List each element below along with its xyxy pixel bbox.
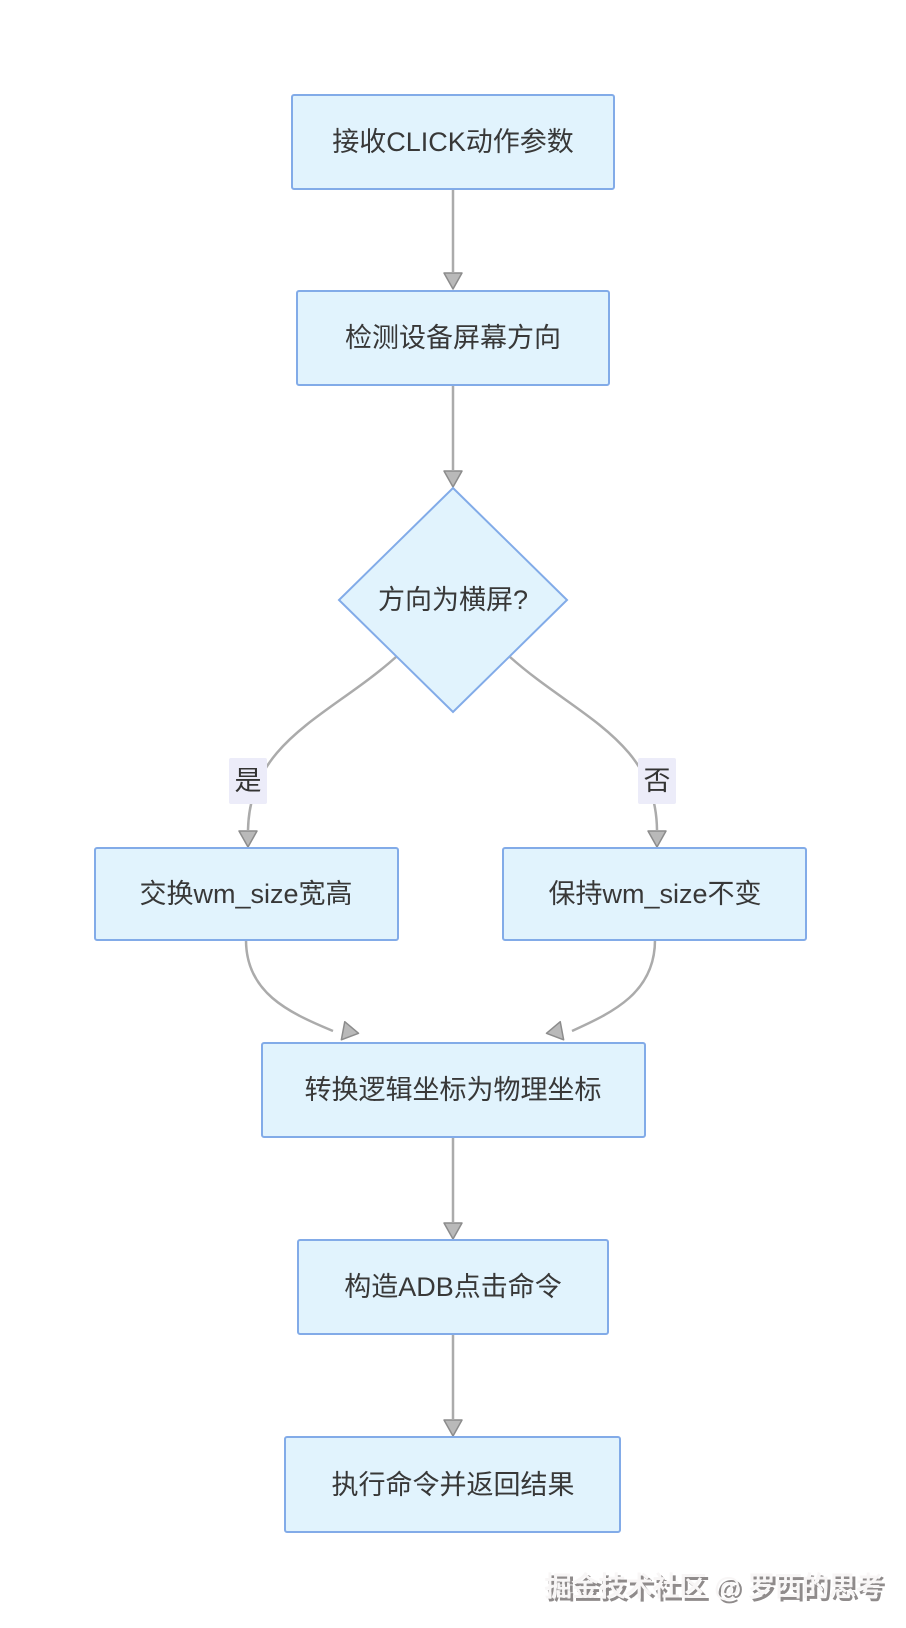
- arrowhead-icon: [545, 1020, 565, 1041]
- arrowhead-icon: [443, 1419, 463, 1437]
- node-box: [297, 1239, 609, 1335]
- node-label: 转换逻辑坐标为物理坐标: [305, 1075, 602, 1105]
- node-detect-orientation: 检测设备屏幕方向: [296, 290, 610, 386]
- node-label: 构造ADB点击命令: [344, 1272, 562, 1302]
- node-decision-landscape: 方向为横屏?: [337, 486, 569, 714]
- node-box: [284, 1436, 621, 1533]
- watermark: 掘金技术社区 @ 罗西的思考 掘金技术社区 @ 罗西的思考: [545, 1571, 886, 1605]
- edge-decision-no: [509, 656, 659, 831]
- node-box: [502, 847, 807, 941]
- node-execute-return-result: 执行命令并返回结果: [284, 1436, 621, 1533]
- edge-swap-to-convert: [244, 939, 334, 1033]
- arrowhead-icon: [340, 1020, 360, 1041]
- arrowhead-icon: [443, 1222, 463, 1240]
- edge-label-no: 否: [638, 758, 676, 804]
- edge-label-no-text: 否: [644, 766, 671, 796]
- node-box: [261, 1042, 646, 1138]
- edge-label-yes-text: 是: [235, 766, 262, 796]
- edge-label-yes-bg: [229, 758, 267, 804]
- watermark-shadow-text: 掘金技术社区 @ 罗西的思考: [548, 1574, 886, 1605]
- decision-diamond: [337, 486, 569, 714]
- watermark-text: 掘金技术社区 @ 罗西的思考: [545, 1571, 883, 1602]
- arrowhead-icon: [443, 272, 463, 290]
- arrowhead-icon: [647, 830, 667, 848]
- node-label: 保持wm_size不变: [548, 879, 761, 909]
- edge-decision-yes: [246, 656, 397, 831]
- edge-label-no-bg: [638, 758, 676, 804]
- node-receive-click-params: 接收CLICK动作参数: [291, 94, 615, 190]
- node-label: 交换wm_size宽高: [139, 879, 352, 909]
- edge-label-yes: 是: [229, 758, 267, 804]
- node-label: 接收CLICK动作参数: [332, 127, 574, 157]
- node-build-adb-command: 构造ADB点击命令: [297, 1239, 609, 1335]
- node-label: 方向为横屏?: [378, 585, 528, 615]
- node-keep-wm-size: 保持wm_size不变: [502, 847, 807, 941]
- node-label: 检测设备屏幕方向: [345, 323, 561, 353]
- node-swap-wm-size: 交换wm_size宽高: [94, 847, 399, 941]
- node-label: 执行命令并返回结果: [332, 1470, 575, 1500]
- arrowhead-icon: [443, 470, 463, 488]
- node-convert-coordinates: 转换逻辑坐标为物理坐标: [261, 1042, 646, 1138]
- node-box: [296, 290, 610, 386]
- arrowhead-icon: [238, 830, 258, 848]
- edge-keep-to-convert: [571, 939, 657, 1033]
- node-box: [291, 94, 615, 190]
- node-box: [94, 847, 399, 941]
